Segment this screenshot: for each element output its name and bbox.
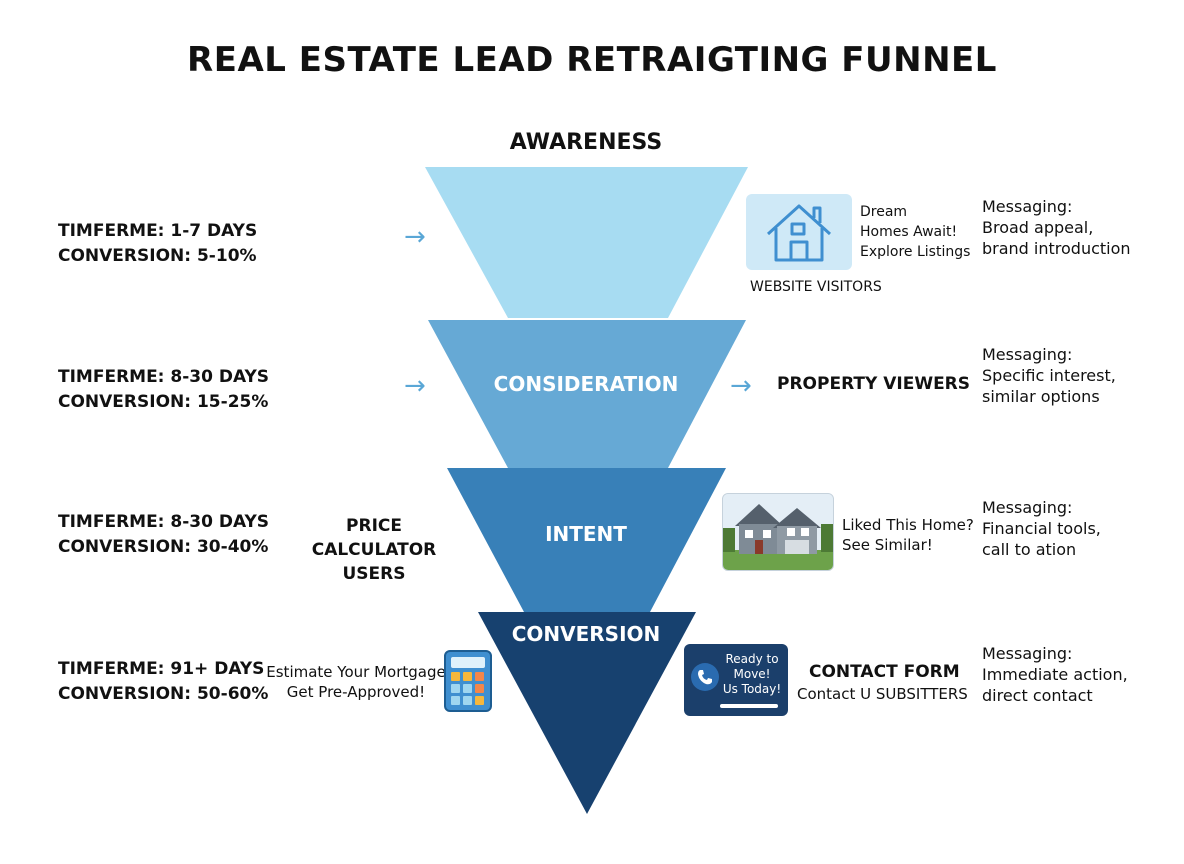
arrow-right-icon: → — [730, 371, 752, 401]
conversion-text: CONVERSION: 30-40% — [58, 537, 269, 557]
stage-consideration-title: CONSIDERATION — [493, 372, 679, 396]
arrow-right-icon: → — [404, 371, 426, 401]
awareness-messaging: Messaging: Broad appeal, brand introduct… — [982, 196, 1131, 259]
ad-line: Us Today! — [722, 682, 782, 696]
messaging-line: Immediate action, — [982, 665, 1128, 684]
intent-metrics: TIMFERME: 8-30 DAYS CONVERSION: 30-40% — [58, 510, 269, 560]
audience-line: USERS — [342, 564, 406, 584]
messaging-label: Messaging: — [982, 644, 1073, 663]
ad-line: Liked This Home? — [842, 516, 974, 534]
ad-line: Explore Listings — [860, 244, 971, 260]
mortgage-ad-text: Estimate Your Mortgage Get Pre-Approved! — [266, 662, 446, 702]
audience-line: Contact U SUBSITTERS — [797, 685, 968, 703]
conversion-messaging: Messaging: Immediate action, direct cont… — [982, 643, 1128, 706]
conversion-text: CONVERSION: 15-25% — [58, 392, 269, 412]
page-title: REAL ESTATE LEAD RETRAIGTING FUNNEL — [187, 40, 997, 80]
consideration-section — [428, 320, 746, 468]
phone-ad-card: Ready to Move! Us Today! — [684, 644, 788, 716]
consideration-messaging: Messaging: Specific interest, similar op… — [982, 344, 1116, 407]
consideration-metrics: TIMFERME: 8-30 DAYS CONVERSION: 15-25% — [58, 365, 269, 415]
audience-label: PROPERTY VIEWERS — [777, 374, 971, 394]
house-photo-card — [722, 493, 834, 571]
phone-ad-text: Ready to Move! Us Today! — [720, 652, 784, 697]
messaging-line: Specific interest, — [982, 366, 1116, 385]
intent-messaging: Messaging: Financial tools, call to atio… — [982, 497, 1101, 560]
conversion-section — [478, 612, 696, 814]
messaging-line: Financial tools, — [982, 519, 1101, 538]
intent-audience: PRICE CALCULATOR USERS — [286, 514, 462, 586]
stage-intent-title: INTENT — [545, 522, 627, 546]
house-outline-icon — [766, 204, 832, 262]
intent-section — [447, 468, 726, 612]
awareness-section — [425, 167, 748, 318]
ad-line: Dream — [860, 204, 908, 220]
conversion-metrics: TIMFERME: 91+ DAYS CONVERSION: 50-60% — [58, 657, 268, 707]
house-ad-card — [746, 194, 852, 270]
ad-line: Homes Await! — [860, 224, 958, 240]
awareness-metrics: TIMFERME: 1-7 DAYS CONVERSION: 5-10% — [58, 219, 257, 269]
conversion-audience: CONTACT FORM Contact U SUBSITTERS — [797, 660, 968, 704]
ad-line: Ready to — [725, 652, 779, 666]
messaging-line: Broad appeal, — [982, 218, 1094, 237]
awareness-ad-text: Dream Homes Await! Explore Listings — [860, 202, 970, 262]
calculator-icon — [444, 650, 492, 712]
button-bar — [720, 704, 778, 708]
messaging-label: Messaging: — [982, 197, 1073, 216]
timeframe-text: TIMFERME: 8-30 DAYS — [58, 512, 270, 532]
house-photo-icon — [723, 494, 833, 570]
messaging-line: similar options — [982, 387, 1100, 406]
messaging-label: Messaging: — [982, 498, 1073, 517]
ad-line: Move! — [733, 667, 771, 681]
messaging-line: direct contact — [982, 686, 1093, 705]
audience-label: WEBSITE VISITORS — [750, 279, 882, 295]
messaging-label: Messaging: — [982, 345, 1073, 364]
stage-conversion-title: CONVERSION — [511, 622, 661, 646]
ad-line: Get Pre-Approved! — [286, 683, 426, 701]
arrow-right-icon: → — [404, 222, 426, 252]
timeframe-text: TIMFERME: 1-7 DAYS — [58, 221, 258, 241]
audience-line: CONTACT FORM — [809, 662, 960, 682]
ad-line: See Similar! — [842, 536, 933, 554]
conversion-text: CONVERSION: 5-10% — [58, 246, 257, 266]
phone-icon — [691, 663, 719, 691]
timeframe-text: TIMFERME: 8-30 DAYS — [58, 367, 270, 387]
conversion-text: CONVERSION: 50-60% — [58, 684, 269, 704]
ad-line: Estimate Your Mortgage — [266, 663, 446, 681]
intent-ad-text: Liked This Home? See Similar! — [842, 515, 974, 555]
timeframe-text: TIMFERME: 91+ DAYS — [58, 659, 265, 679]
messaging-line: brand introduction — [982, 239, 1131, 258]
audience-line: PRICE CALCULATOR — [311, 516, 437, 560]
messaging-line: call to ation — [982, 540, 1077, 559]
stage-awareness-title: AWARENESS — [509, 130, 663, 155]
